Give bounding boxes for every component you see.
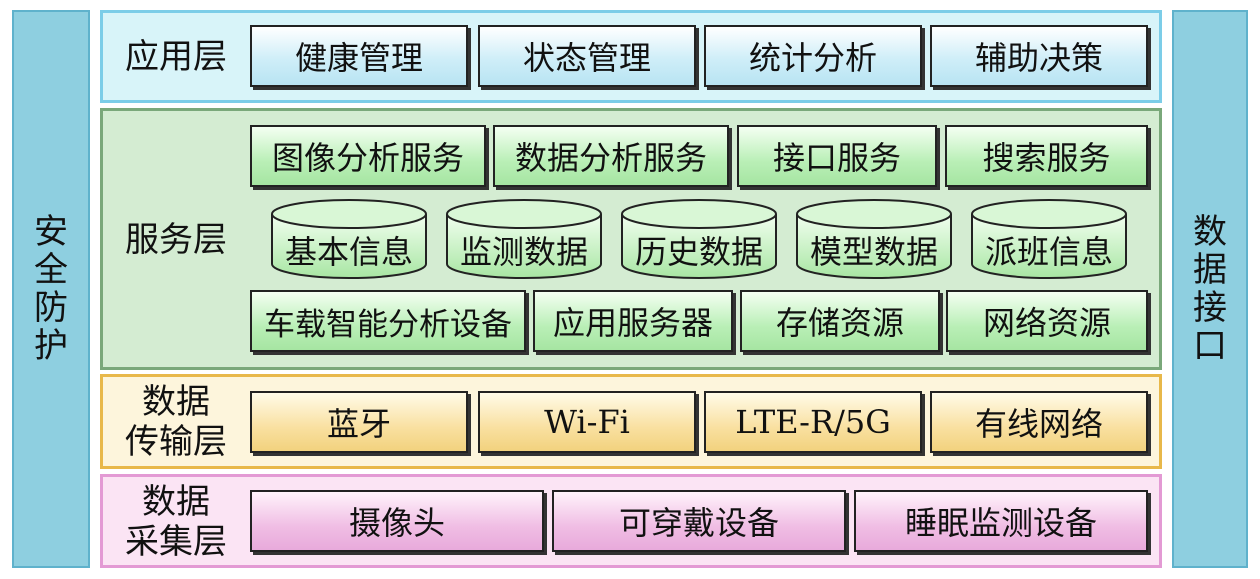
cylinder-shape [446, 199, 602, 279]
service-interface: 接口服务 [737, 125, 937, 187]
service-search: 搜索服务 [945, 125, 1148, 187]
collection-label-line2: 采集层 [125, 522, 227, 562]
collection-layer-label: 数据 采集层 [112, 480, 240, 564]
cylinder-shape [271, 199, 427, 279]
app-item-status-management: 状态管理 [478, 25, 696, 87]
trans-item-wifi: Wi-Fi [478, 391, 696, 453]
coll-item-camera: 摄像头 [250, 490, 544, 552]
database-label: 基本信息 [284, 233, 413, 271]
database-monitoring-data: 监测数据 [445, 198, 603, 280]
trans-item-lte-5g: LTE-R/5G [704, 391, 922, 453]
database-basic-info: 基本信息 [270, 198, 428, 280]
app-item-decision-support: 辅助决策 [930, 25, 1148, 87]
cylinder-shape [796, 199, 952, 279]
resource-app-server: 应用服务器 [533, 290, 733, 352]
database-dispatch-info: 派班信息 [970, 198, 1128, 280]
coll-item-sleep-monitor: 睡眠监测设备 [854, 490, 1148, 552]
service-data-analysis: 数据分析服务 [493, 125, 729, 187]
cylinder-shape [621, 199, 777, 279]
database-history-data: 历史数据 [620, 198, 778, 280]
app-item-health-management: 健康管理 [250, 25, 468, 87]
data-interface-label: 数据接口 [1193, 212, 1227, 366]
app-item-statistics: 统计分析 [704, 25, 922, 87]
cylinder-shape [971, 199, 1127, 279]
database-label: 监测数据 [459, 233, 588, 271]
service-layer-label: 服务层 [125, 220, 227, 260]
database-label: 模型数据 [809, 233, 938, 271]
transmission-layer-label: 数据 传输层 [112, 380, 240, 464]
application-layer-label: 应用层 [125, 37, 227, 77]
transmission-label-line1: 数据 [142, 382, 210, 422]
security-label: 安全防护 [34, 212, 68, 366]
transmission-label-line2: 传输层 [125, 422, 227, 462]
coll-item-wearable-device: 可穿戴设备 [552, 490, 846, 552]
collection-label-line1: 数据 [142, 482, 210, 522]
resource-storage: 存储资源 [740, 290, 940, 352]
trans-item-bluetooth: 蓝牙 [250, 391, 468, 453]
resource-onboard-analysis-device: 车载智能分析设备 [250, 290, 526, 352]
data-interface-panel: 数据接口 [1172, 10, 1248, 568]
database-label: 历史数据 [634, 233, 763, 271]
service-image-analysis: 图像分析服务 [250, 125, 486, 187]
security-panel: 安全防护 [12, 10, 90, 568]
resource-network: 网络资源 [946, 290, 1148, 352]
database-model-data: 模型数据 [795, 198, 953, 280]
trans-item-wired-network: 有线网络 [930, 391, 1148, 453]
database-label: 派班信息 [984, 233, 1113, 271]
